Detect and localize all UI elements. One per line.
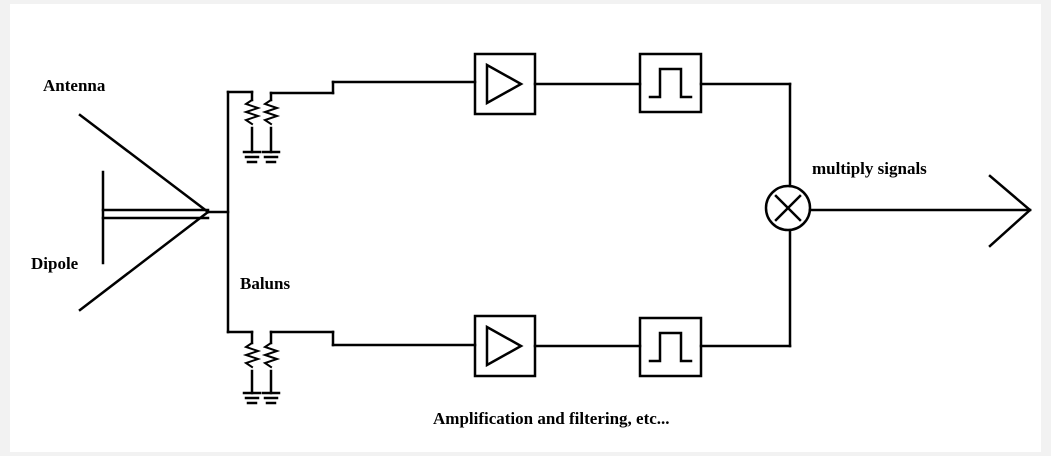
top-amplifier-icon [473,52,642,116]
top-bandpass-filter-icon [638,52,792,114]
bottom-amplifier-icon [473,314,642,378]
amplification-label: Amplification and filtering, etc... [433,409,670,428]
bottom-bandpass-filter-icon [638,316,792,378]
mixer-icon [764,82,812,348]
antenna-label: Antenna [43,76,106,95]
diagram-panel [10,4,1041,452]
output-arrow-icon [808,174,1032,248]
bottom-balun-icon [226,330,477,405]
dipole-antenna-icon [78,113,230,312]
multiply-signals-label: multiply signals [812,159,927,178]
top-balun-icon [226,80,477,164]
baluns-label: Baluns [240,274,291,293]
dipole-label: Dipole [31,254,79,273]
